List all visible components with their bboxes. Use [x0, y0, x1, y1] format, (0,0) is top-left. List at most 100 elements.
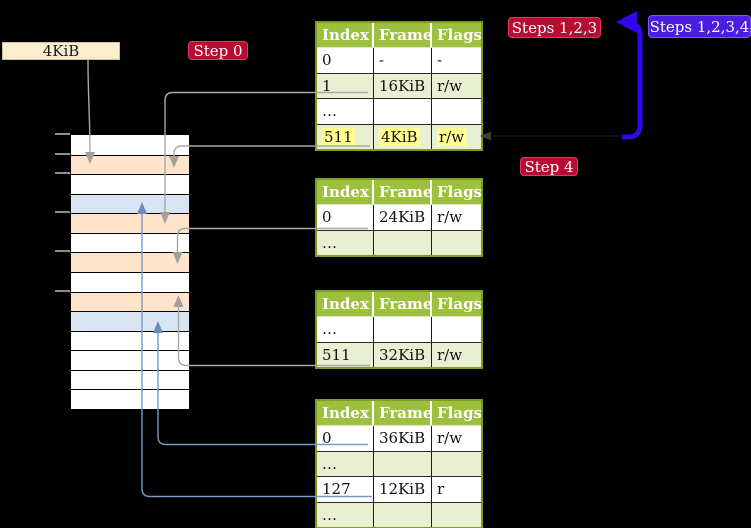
recursive-loop-arrow: [616, 11, 643, 140]
header-cell-frame: Frame: [374, 180, 432, 204]
memory-frame-row-white: [71, 271, 189, 292]
index-cell: 511: [317, 342, 374, 367]
highlighted-value: 511: [322, 127, 355, 146]
index-cell: 127: [317, 477, 374, 502]
flags-cell: r: [437, 480, 445, 498]
flags-cell: [432, 317, 481, 342]
frame-size-label: 4KiB: [2, 42, 120, 60]
steps-1-2-3-badge: Steps 1,2,3: [508, 17, 601, 38]
header-cell-flags: Flags: [437, 183, 481, 201]
flags-cell: r/w: [437, 429, 463, 447]
frame-cell: 12KiB: [374, 477, 432, 502]
frame-cell: 36KiB: [374, 426, 432, 451]
physical-memory-column: [70, 134, 190, 410]
memory-frame-row-blue: [71, 311, 189, 331]
table-row: 0--: [317, 47, 481, 73]
memory-frame-row-blue: [71, 193, 189, 214]
frame-tick: [55, 211, 70, 214]
frame-cell: [374, 451, 432, 476]
index-cell: 0: [317, 426, 374, 451]
header-cell-index: Index: [317, 23, 374, 47]
frame-tick: [55, 133, 70, 135]
table-row: …: [317, 316, 481, 342]
flags-cell: r/w: [437, 208, 463, 226]
header-cell-flags: Flags: [437, 404, 481, 422]
memory-frame-row-orange: [71, 213, 189, 233]
header-cell-frame: Frame: [374, 23, 432, 47]
frame-cell: 24KiB: [374, 205, 432, 230]
table-row: …: [317, 229, 481, 256]
flags-cell: [432, 503, 481, 528]
index-cell: 511: [317, 124, 374, 149]
memory-frame-row-white: [71, 135, 189, 155]
recursive-loop-path: [622, 21, 643, 140]
frame-cell: [374, 317, 432, 342]
table-row: …: [317, 450, 481, 476]
flags-cell: r/w: [437, 345, 463, 364]
memory-frame-row-white: [71, 174, 189, 194]
step-4-badge: Step 4: [520, 157, 578, 176]
index-cell: …: [317, 230, 374, 255]
frame-cell: [374, 99, 432, 124]
frame-cell: 16KiB: [374, 73, 432, 98]
memory-frame-row-orange: [71, 252, 189, 272]
highlighted-value: 4KiB: [379, 127, 420, 146]
table-row: …: [317, 98, 481, 124]
index-cell: 0: [317, 205, 374, 230]
index-cell: …: [317, 451, 374, 476]
header-cell-flags: Flags: [437, 295, 481, 313]
header-cell-frame: Frame: [374, 292, 432, 316]
header-cell-index: Index: [317, 180, 374, 204]
memory-frame-row-orange: [71, 154, 189, 175]
frame-tick: [55, 172, 70, 175]
flags-cell: r/w: [432, 125, 481, 150]
table-row: …: [317, 501, 481, 528]
memory-frame-row-white: [71, 232, 189, 253]
flags-cell: [432, 231, 481, 256]
index-cell: 1: [317, 73, 374, 98]
memory-frame-row-white: [71, 350, 189, 370]
memory-frame-row-orange: [71, 291, 189, 312]
frame-cell: [374, 502, 432, 527]
header-cell-frame: Frame: [374, 401, 432, 425]
header-cell-index: Index: [317, 401, 374, 425]
frame-tick: [55, 152, 70, 155]
step-0-badge: Step 0: [188, 41, 248, 60]
memory-frame-row-white: [71, 330, 189, 351]
index-cell: …: [317, 99, 374, 124]
frame-cell: -: [374, 48, 432, 73]
flags-cell: r/w: [437, 76, 463, 95]
hidden-entry-arrow: [480, 131, 620, 141]
header-cell-index: Index: [317, 292, 374, 316]
memory-frame-row-white: [71, 389, 189, 409]
index-cell: 0: [317, 48, 374, 73]
memory-frame-row-white: [71, 369, 189, 390]
index-cell: …: [317, 317, 374, 342]
header-cell-flags: Flags: [437, 26, 481, 44]
flags-cell: [432, 99, 481, 124]
frame-tick: [55, 289, 70, 292]
steps-1-2-3-4-badge: Steps 1,2,3,4: [648, 15, 751, 38]
index-cell: …: [317, 502, 374, 527]
highlighted-value: r/w: [437, 127, 467, 146]
frame-tick: [55, 250, 70, 253]
arrowhead-left-icon: [616, 11, 637, 33]
frame-cell: 32KiB: [374, 342, 432, 367]
table-row: 511 4KiB r/w: [317, 123, 481, 150]
frame-cell: [374, 230, 432, 255]
frame-cell: 4KiB: [374, 124, 432, 149]
